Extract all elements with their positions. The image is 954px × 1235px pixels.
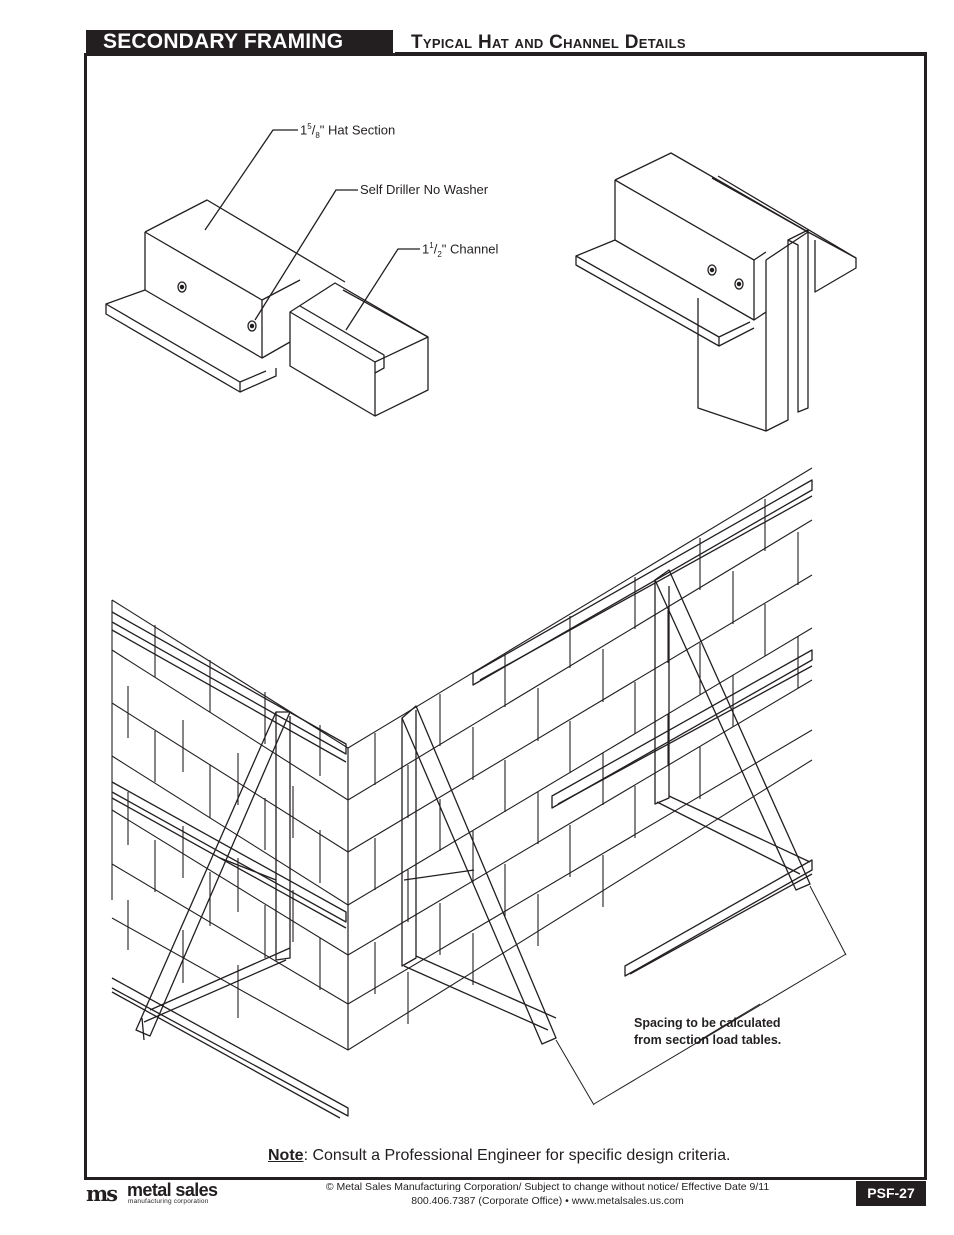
logo-subtitle: manufacturing corporation xyxy=(128,1198,209,1205)
channel-numerator: 1 xyxy=(429,241,434,250)
channel-label: 11/2" Channel xyxy=(422,241,499,259)
drawing-frame xyxy=(84,53,927,1180)
spacing-note-line2: from section load tables. xyxy=(634,1033,782,1047)
hat-channel-detail-right xyxy=(575,152,857,432)
page-title: Typical Hat and Channel Details xyxy=(411,32,686,53)
self-driller-label: Self Driller No Washer xyxy=(360,182,489,197)
logo-mark: ms xyxy=(86,1181,118,1206)
hat-section-text: " Hat Section xyxy=(319,122,396,138)
hat-section-label: 15/8" Hat Section xyxy=(300,122,396,140)
frame-top-rule xyxy=(84,53,927,56)
hat-section-whole: 1 xyxy=(300,122,308,138)
company-logo: ms metal sales manufacturing corporation xyxy=(86,1180,246,1210)
hat-section-numerator: 5 xyxy=(307,122,312,131)
spacing-dimension xyxy=(555,885,847,1106)
note-text: : Consult a Professional Engineer for sp… xyxy=(303,1147,731,1164)
spacing-note-line1: Spacing to be calculated xyxy=(634,1016,781,1030)
channel-text: " Channel xyxy=(441,241,499,257)
footer: © Metal Sales Manufacturing Corporation/… xyxy=(300,1180,795,1208)
hat-channel-detail-left xyxy=(105,129,429,417)
block-wall xyxy=(111,467,813,1051)
section-title: SECONDARY FRAMING xyxy=(86,30,393,54)
secondary-channels xyxy=(111,479,813,1119)
note-label: Note xyxy=(268,1147,304,1164)
logo-wordmark: metal sales xyxy=(127,1180,218,1200)
kicker-braces xyxy=(135,569,811,1045)
hat-section-denominator: 8 xyxy=(315,130,320,140)
page-number: PSF-27 xyxy=(856,1181,926,1206)
channel-denominator: 2 xyxy=(437,249,442,259)
channel-whole: 1 xyxy=(422,241,430,257)
footer-copyright: © Metal Sales Manufacturing Corporation/… xyxy=(325,1181,770,1193)
spacing-note: Spacing to be calculated from section lo… xyxy=(634,1015,844,1049)
footer-contact: 800.406.7387 (Corporate Office) • www.me… xyxy=(411,1195,684,1207)
engineer-note: Note: Consult a Professional Engineer fo… xyxy=(268,1147,730,1165)
